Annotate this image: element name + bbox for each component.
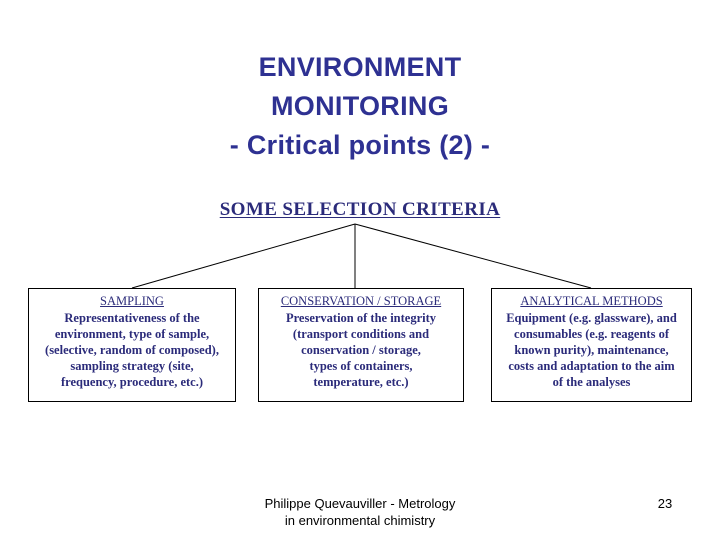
connector-line-left	[131, 223, 356, 289]
criteria-body-line: consumables (e.g. reagents of	[514, 327, 669, 341]
criteria-body-line: costs and adaptation to the aim	[508, 359, 675, 373]
title-line-1: ENVIRONMENT	[258, 52, 462, 82]
criteria-body-line: frequency, procedure, etc.)	[61, 375, 203, 389]
criteria-box-heading: SAMPLING	[100, 294, 164, 308]
criteria-body-line: (transport conditions and	[292, 327, 430, 341]
subtitle-text: SOME SELECTION CRITERIA	[219, 199, 501, 220]
criteria-body-line: sampling strategy (site,	[70, 359, 194, 373]
criteria-box-conservation-storage: CONSERVATION / STORAGE Preservation of t…	[258, 288, 464, 402]
footer-line-2: in environmental chimistry	[284, 513, 436, 528]
criteria-box-sampling: SAMPLING Representativeness of the envir…	[28, 288, 236, 402]
title-line-2: MONITORING	[271, 91, 449, 121]
criteria-body-line: known purity), maintenance,	[514, 343, 669, 357]
criteria-body-line: Representativeness of the	[64, 311, 200, 325]
criteria-body-line: Equipment (e.g. glassware), and	[506, 311, 677, 325]
criteria-body-line: temperature, etc.)	[313, 375, 409, 389]
criteria-body-line: of the analyses	[552, 375, 631, 389]
criteria-box-heading: CONSERVATION / STORAGE	[280, 294, 442, 308]
criteria-box-body: Preservation of the integrity (transport…	[263, 310, 459, 390]
criteria-body-line: (selective, random of composed),	[45, 343, 219, 357]
criteria-body-line: Preservation of the integrity	[285, 311, 437, 325]
criteria-body-line: environment, type of sample,	[54, 327, 210, 341]
page-number: 23	[657, 496, 673, 511]
footer-line-1: Philippe Quevauviller - Metrology	[264, 496, 456, 511]
slide-footer: Philippe Quevauviller - Metrology in env…	[0, 495, 720, 529]
criteria-box-body: Representativeness of the environment, t…	[33, 310, 231, 390]
title-line-3: - Critical points (2) -	[229, 130, 491, 160]
page-title: ENVIRONMENT MONITORING - Critical points…	[0, 48, 720, 165]
criteria-box-heading: ANALYTICAL METHODS	[520, 294, 663, 308]
subtitle: SOME SELECTION CRITERIA	[0, 198, 720, 222]
criteria-body-line: conservation / storage,	[301, 343, 421, 357]
criteria-body-line: types of containers,	[309, 359, 413, 373]
criteria-box-body: Equipment (e.g. glassware), and consumab…	[496, 310, 687, 390]
criteria-box-analytical-methods: ANALYTICAL METHODS Equipment (e.g. glass…	[491, 288, 692, 402]
connector-line-right	[354, 223, 592, 289]
